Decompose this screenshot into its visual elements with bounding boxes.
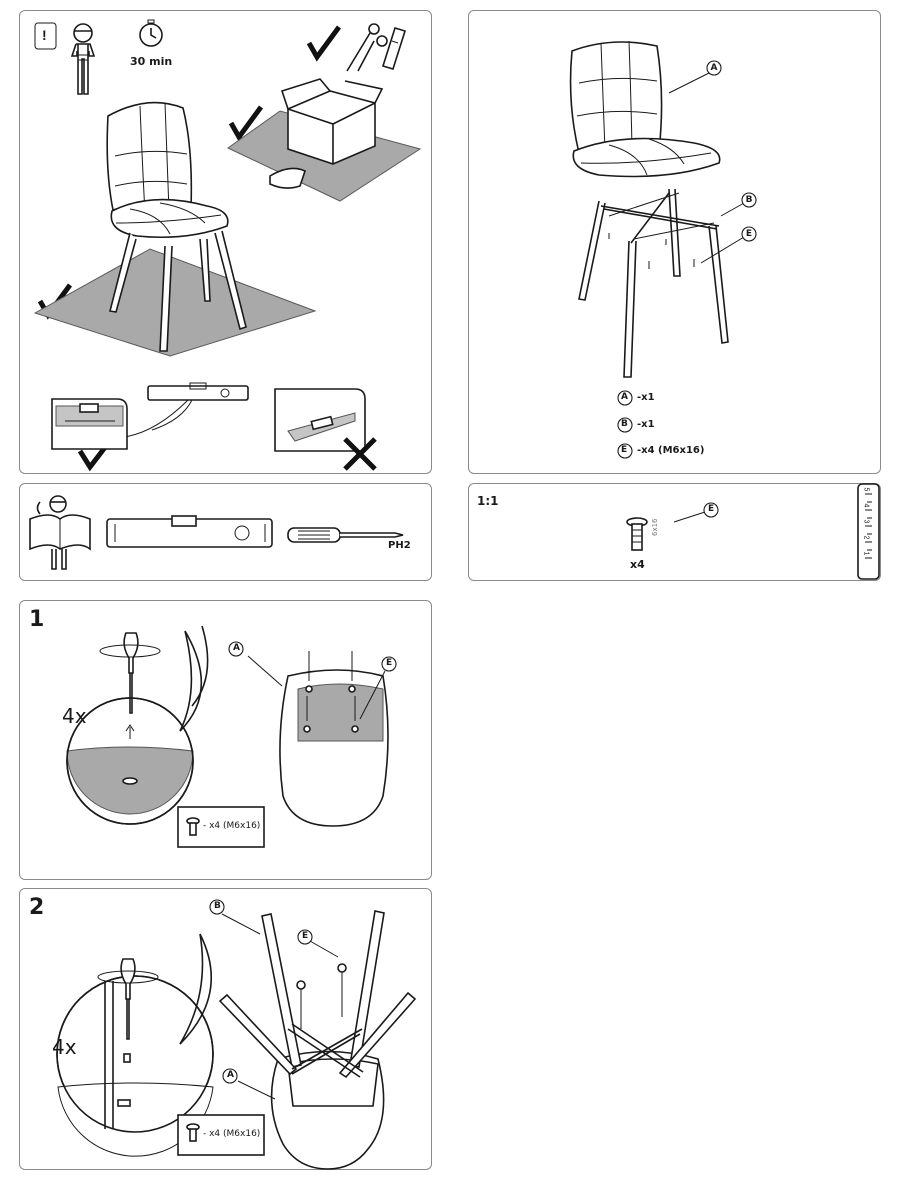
time-label: 30 min: [130, 55, 173, 68]
part-b-letter: B: [621, 419, 628, 429]
warning-icon: [34, 22, 57, 50]
ruler-number-5: 5: [862, 487, 870, 492]
callout-e: E: [746, 229, 752, 239]
screw-scale-illustration: [626, 483, 880, 580]
overview-panel: ! 30 min: [19, 10, 432, 474]
safety-person-icon: [70, 23, 96, 95]
chair-parts-illustration: A B E: [569, 40, 757, 459]
cloth-hand-icon: [269, 167, 306, 189]
overview-illustration: [33, 19, 422, 472]
step1-magnifier: [66, 625, 209, 825]
scale-screw-size: 6x16: [651, 518, 659, 536]
part-e-letter: E: [621, 445, 628, 455]
step1-panel: 1 4x A E - x4 (M6x16): [19, 600, 432, 880]
check-icon: [306, 25, 342, 62]
step2-label-legs: B: [214, 901, 221, 911]
warning-symbol: !: [42, 27, 47, 43]
screwdriver-icon: [287, 527, 404, 543]
screwdriver-icon: [97, 958, 159, 1040]
parts-panel: A B E A -x1 B -x1 E -x4 (M6x16): [468, 10, 881, 474]
step1-label-seat: A: [233, 643, 240, 653]
step1-label-screw: E: [386, 658, 393, 668]
ruler-number-2: 2: [862, 535, 870, 540]
scale-panel: 1:1 E 6x16 x4 5 4 3 2 1: [468, 483, 881, 581]
scale-ratio: 1:1: [477, 494, 499, 508]
step2-illustration: [56, 899, 417, 1170]
screw-e-icon: [626, 517, 648, 551]
step1-repeat: 4x: [62, 704, 87, 728]
step1-legend: - x4 (M6x16): [203, 821, 261, 831]
scissors-icon: [346, 23, 388, 72]
spirit-level-icon: [106, 515, 273, 548]
scale-screw-letter: E: [708, 504, 715, 514]
part-b-qty: -x1: [637, 419, 655, 430]
ruler-number-1: 1: [862, 551, 870, 556]
callout-a: A: [711, 63, 718, 73]
step2-number: 2: [29, 895, 45, 920]
tools-panel: PH2: [19, 483, 432, 581]
screwdriver-icon: [99, 632, 161, 714]
step2-label-screw: E: [302, 931, 309, 941]
utility-knife-icon: [381, 27, 407, 70]
scale-screw-qty: x4: [630, 558, 645, 571]
tools-illustration: [29, 495, 404, 570]
step2-panel: 2 4x B E A - x4 (M6x16): [19, 888, 432, 1170]
part-e-qty: -x4 (M6x16): [637, 445, 705, 456]
step2-magnifier: [56, 933, 214, 1157]
protective-mat: [33, 248, 317, 357]
step1-seat: [279, 651, 389, 827]
ruler-number-3: 3: [862, 519, 870, 524]
callout-b: B: [746, 195, 753, 205]
screw-icon: [186, 817, 200, 836]
cross-icon: [343, 437, 377, 471]
part-a-letter: A: [621, 392, 628, 402]
legs-frame-part: [578, 188, 729, 378]
level-incorrect-detail: [274, 388, 366, 452]
part-a-qty: -x1: [637, 392, 655, 403]
spirit-level-icon: [107, 382, 249, 439]
phone-manual-icon: [29, 495, 91, 570]
screw-icon: [186, 1123, 200, 1142]
ruler-icon: [857, 483, 880, 580]
step1-illustration: [66, 625, 397, 848]
step1-number: 1: [29, 607, 45, 632]
cardboard-box: [280, 78, 384, 165]
seat-part: [569, 40, 721, 178]
level-correct-detail: [51, 398, 128, 450]
ruler-number-4: 4: [862, 503, 870, 508]
stopwatch-icon: [139, 19, 163, 47]
check-icon: [228, 105, 264, 142]
step2-chair: [218, 910, 417, 1170]
screwdriver-label: PH2: [388, 540, 411, 551]
chair-illustration: [106, 101, 247, 352]
step2-label-seat: A: [227, 1070, 234, 1080]
step2-legend: - x4 (M6x16): [203, 1129, 261, 1139]
step2-repeat: 4x: [52, 1035, 77, 1059]
